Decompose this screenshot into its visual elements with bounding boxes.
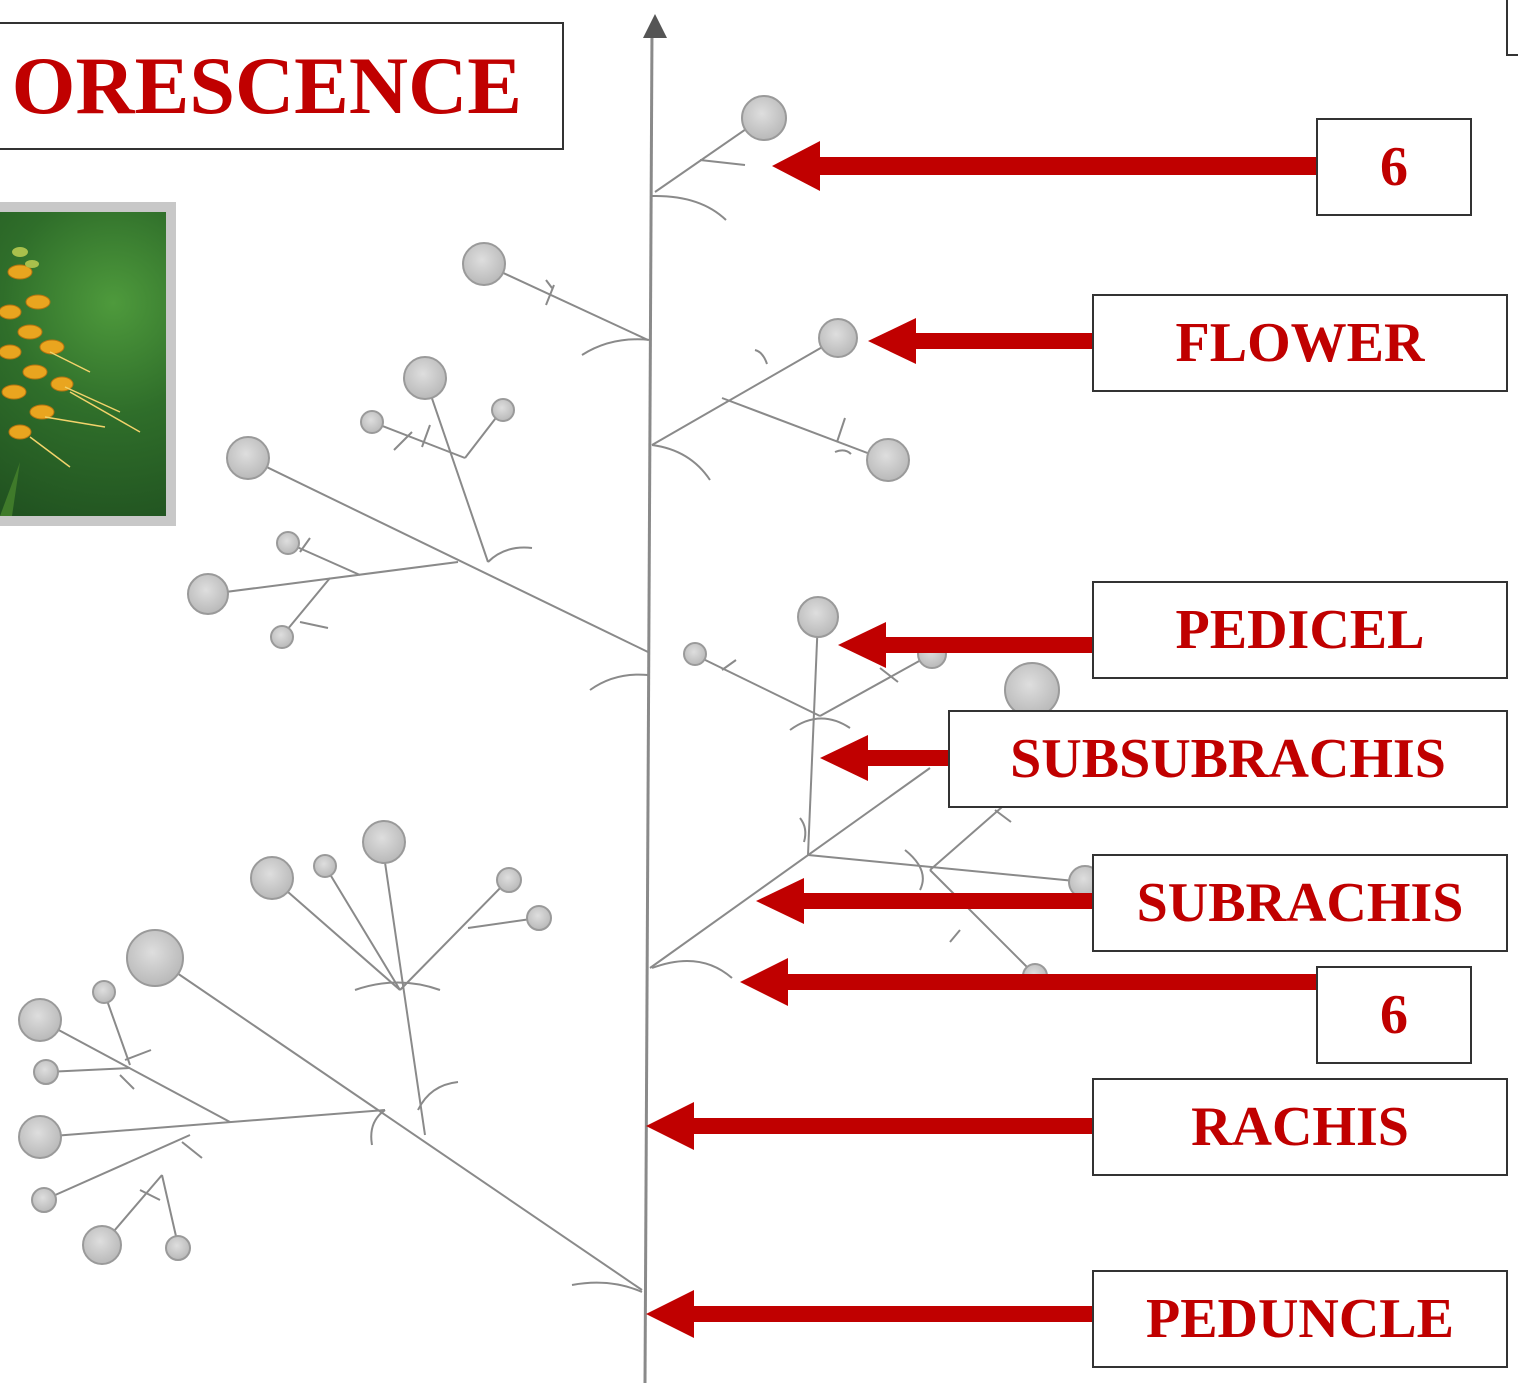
main-axis <box>643 14 667 1383</box>
flower-bud <box>362 820 406 864</box>
arrow-top-bract <box>772 141 1318 191</box>
label-subrachis: SUBRACHIS <box>1092 854 1508 952</box>
arrow-pedicel <box>838 622 1094 668</box>
flower-bud <box>82 1225 122 1265</box>
label-flower-text: FLOWER <box>1175 312 1425 374</box>
flower-bud <box>92 980 116 1004</box>
arrow-lower-bract <box>740 958 1318 1006</box>
flower-bud <box>126 929 184 987</box>
label-subrachis-text: SUBRACHIS <box>1136 872 1464 934</box>
flower-bud <box>683 642 707 666</box>
flower-bud <box>491 398 515 422</box>
flower-bud <box>250 856 294 900</box>
flower-bud <box>313 854 337 878</box>
flower-bud <box>360 410 384 434</box>
flower-bud <box>276 531 300 555</box>
arrow-subrachis <box>756 878 1094 924</box>
flower-bud <box>797 596 839 638</box>
flower-buds <box>18 95 1102 1265</box>
arrow-peduncle <box>646 1290 1094 1338</box>
label-pedicel: PEDICEL <box>1092 581 1508 679</box>
label-lower-bract: 6 <box>1316 966 1472 1064</box>
inflorescence-photo <box>0 202 176 526</box>
flower-bud <box>496 867 522 893</box>
flower-bud <box>226 436 270 480</box>
page-title: ORESCENCE <box>0 22 564 150</box>
flower-bud <box>18 1115 62 1159</box>
label-lower-bract-text: 6 <box>1380 984 1408 1046</box>
label-rachis: RACHIS <box>1092 1078 1508 1176</box>
orchid-image <box>0 247 141 516</box>
label-flower: FLOWER <box>1092 294 1508 392</box>
label-rachis-text: RACHIS <box>1191 1096 1409 1158</box>
label-top-bract-text: 6 <box>1380 136 1408 198</box>
title-text: ORESCENCE <box>11 40 522 131</box>
flower-bud <box>462 242 506 286</box>
flower-bud <box>866 438 910 482</box>
corner-frame <box>1506 0 1518 56</box>
label-subsubrachis: SUBSUBRACHIS <box>948 710 1508 808</box>
orchid-photo <box>0 212 166 516</box>
flower-bud <box>18 998 62 1042</box>
flower-bud <box>1004 662 1060 718</box>
arrow-rachis <box>646 1102 1094 1150</box>
flower-bud <box>31 1187 57 1213</box>
flower-bud <box>741 95 787 141</box>
label-peduncle: PEDUNCLE <box>1092 1270 1508 1368</box>
label-subsubrachis-text: SUBSUBRACHIS <box>1010 728 1446 790</box>
flower-bud <box>526 905 552 931</box>
flower-bud <box>33 1059 59 1085</box>
label-pedicel-text: PEDICEL <box>1175 599 1425 661</box>
arrow-subsubrachis <box>820 735 950 781</box>
flower-bud <box>818 318 858 358</box>
label-top-bract: 6 <box>1316 118 1472 216</box>
flower-bud <box>270 625 294 649</box>
flower-bud <box>165 1235 191 1261</box>
flower-bud <box>187 573 229 615</box>
arrow-flower <box>868 318 1094 364</box>
label-peduncle-text: PEDUNCLE <box>1145 1288 1455 1350</box>
branch-lines <box>39 117 1086 1293</box>
flower-bud <box>403 356 447 400</box>
